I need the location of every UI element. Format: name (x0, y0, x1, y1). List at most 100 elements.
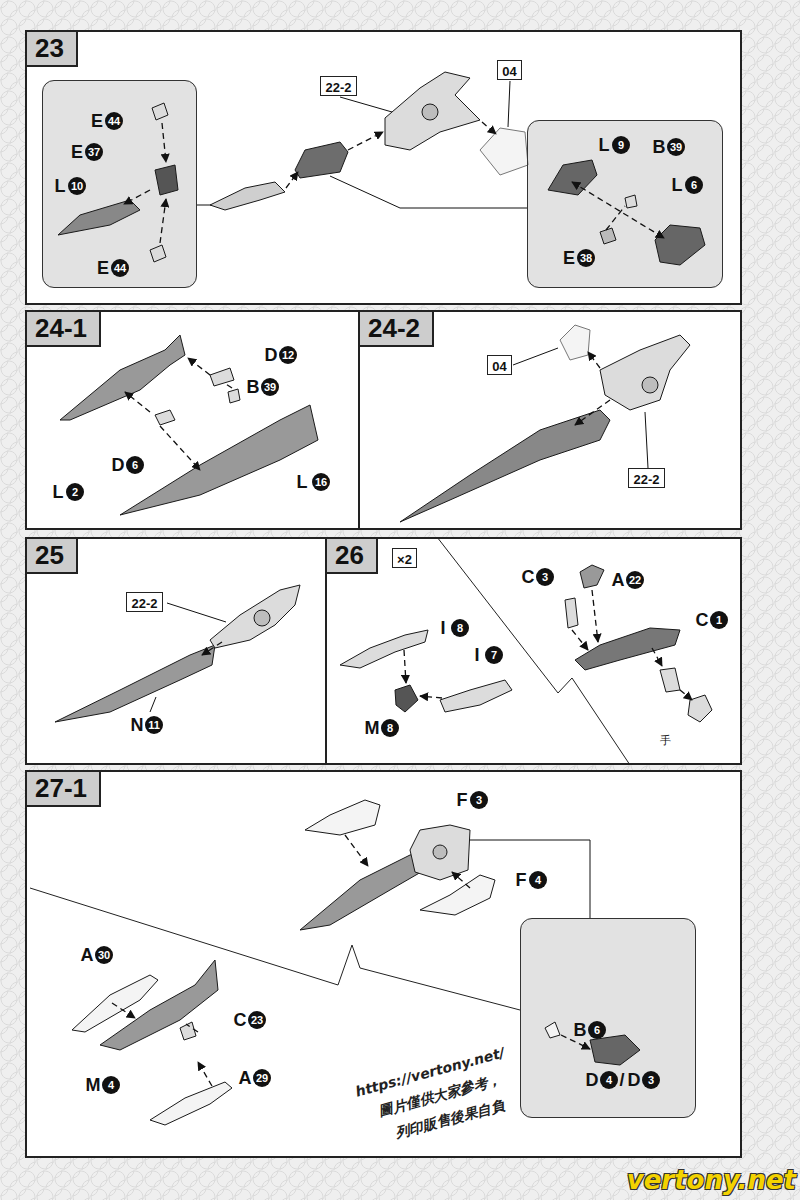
part-number: 44 (111, 259, 129, 277)
part-number: 4 (600, 1071, 618, 1089)
leader-line (150, 81, 648, 918)
part-number: 3 (642, 1071, 660, 1089)
part-letter: L (297, 472, 308, 493)
note-text: 手 (660, 733, 671, 748)
part (72, 975, 158, 1032)
part (155, 410, 175, 425)
assembly-arrow (652, 648, 662, 666)
part-number: 12 (279, 346, 297, 364)
part-letter: A (239, 1068, 252, 1089)
part (548, 160, 597, 195)
part-number: 11 (145, 716, 163, 734)
leader-line (330, 176, 527, 208)
part-letter: C (696, 610, 709, 631)
assembly-arrow (188, 358, 210, 375)
part (655, 225, 705, 265)
separator-line (30, 537, 630, 1010)
assembly-arrow (680, 690, 692, 700)
assembly-arrow (404, 650, 406, 683)
detail-inset: L9B39L6E38 (527, 120, 723, 288)
part (155, 165, 178, 195)
part-number: 7 (485, 646, 503, 664)
part-number-box: 04 (487, 355, 512, 375)
leader-line (340, 97, 392, 112)
assembly-arrow (186, 1024, 198, 1032)
part-number: 6 (588, 1021, 606, 1039)
part (565, 598, 578, 628)
leader-line (513, 348, 558, 365)
part-number-box: 22-2 (126, 592, 163, 612)
assembly-arrow (420, 696, 442, 698)
part-letter: B (574, 1020, 587, 1041)
part-letter: E (97, 258, 109, 279)
part-letter: E (563, 248, 575, 269)
part-letter: I (440, 618, 445, 639)
part-letter: D (628, 1070, 641, 1091)
part-letter: D (265, 345, 278, 366)
part (152, 103, 168, 120)
part (420, 875, 495, 915)
part-letter: M (86, 1075, 101, 1096)
part (210, 368, 234, 386)
part (395, 685, 418, 712)
part-number: 39 (261, 378, 279, 396)
part-letter: C (522, 567, 535, 588)
part (150, 245, 166, 262)
part-letter: B (653, 137, 666, 158)
part-number: 8 (381, 719, 399, 737)
part-number: 22 (626, 571, 644, 589)
part (625, 195, 637, 208)
part-number: 22-2 (325, 80, 351, 96)
part-letter: D (586, 1070, 599, 1091)
part-number: 1 (710, 611, 728, 629)
part-number: 8 (451, 619, 469, 637)
part-number: 22-2 (131, 596, 157, 612)
part-number-box: 22-2 (628, 468, 665, 488)
assembly-arrow (452, 872, 470, 888)
part-letter: A (81, 945, 94, 966)
part-number: 4 (529, 871, 547, 889)
step-panel: 24-20422-2 (358, 310, 742, 530)
part-letter: C (234, 1010, 247, 1031)
part (575, 628, 680, 670)
leader-line (167, 603, 226, 622)
part-letter: E (91, 111, 103, 132)
part (410, 825, 470, 880)
part (254, 610, 270, 626)
leader-line (150, 697, 156, 712)
part-number: 39 (667, 138, 685, 156)
assembly-arrow (112, 122, 692, 1086)
assembly-arrow (160, 426, 200, 470)
part (580, 565, 604, 588)
step-number: 25 (27, 539, 78, 574)
panel-ground (25, 30, 742, 305)
part (600, 335, 690, 410)
part-number: 6 (126, 456, 144, 474)
assembly-arrow (160, 199, 166, 243)
assembly-arrow (575, 400, 610, 425)
part (433, 845, 447, 859)
part-letter: L (672, 175, 683, 196)
part-number: 22-2 (633, 472, 659, 488)
assembly-arrow (198, 1062, 212, 1086)
part-number: 04 (502, 64, 516, 80)
part (642, 377, 658, 393)
part-number: 9 (612, 136, 630, 154)
part (210, 182, 285, 210)
part-number: 2 (66, 483, 84, 501)
part-letter: A (612, 570, 625, 591)
part-number: 4 (102, 1076, 120, 1094)
part-number: 6 (685, 176, 703, 194)
assembly-arrow (125, 392, 150, 412)
part-number: 44 (105, 112, 123, 130)
part-number: 23 (248, 1011, 266, 1029)
part-letter: L (55, 176, 66, 197)
inset-ground (527, 120, 723, 288)
step-panel: 27-1B6D4/D3 (25, 770, 742, 1158)
part (480, 128, 528, 175)
part-letter: F (516, 870, 527, 891)
panel-ground (358, 310, 742, 530)
inset-ground (520, 918, 696, 1118)
part-number: 3 (470, 791, 488, 809)
